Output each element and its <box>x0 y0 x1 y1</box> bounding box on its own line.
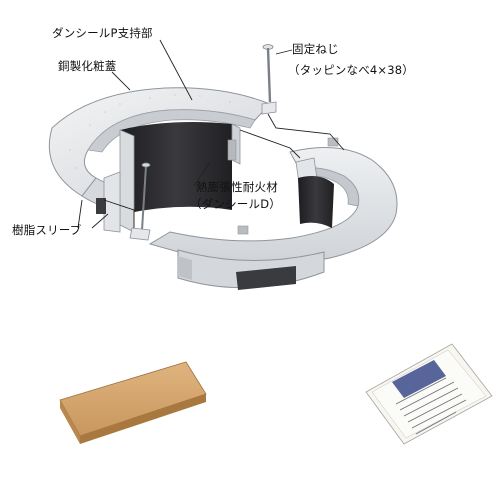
label-copper-cover: 銅製化粧蓋 <box>58 59 117 73</box>
cover-right-half <box>148 147 398 266</box>
label-fixing-screw-spec: （タッピンなべ4×38） <box>288 63 414 77</box>
fire-board <box>59 361 207 444</box>
screw-left <box>129 162 151 241</box>
label-resin-sleeve: 樹脂スリーブ <box>12 223 82 237</box>
label-seal-p-support: ダンシールP支持部 <box>52 26 153 40</box>
label-card <box>365 343 493 445</box>
label-fixing-screw: 固定ねじ <box>292 42 339 56</box>
label-fire-material-name: （ダンシールD） <box>190 197 281 211</box>
metal-texture <box>69 94 231 169</box>
label-fire-material: 熱膨張性耐火材 <box>196 180 278 194</box>
leader-lines <box>77 39 345 229</box>
resin-sleeve-body <box>177 249 325 290</box>
fire-material-block <box>96 122 241 233</box>
fixing-screw <box>261 44 277 115</box>
card-text-lines <box>395 377 467 435</box>
